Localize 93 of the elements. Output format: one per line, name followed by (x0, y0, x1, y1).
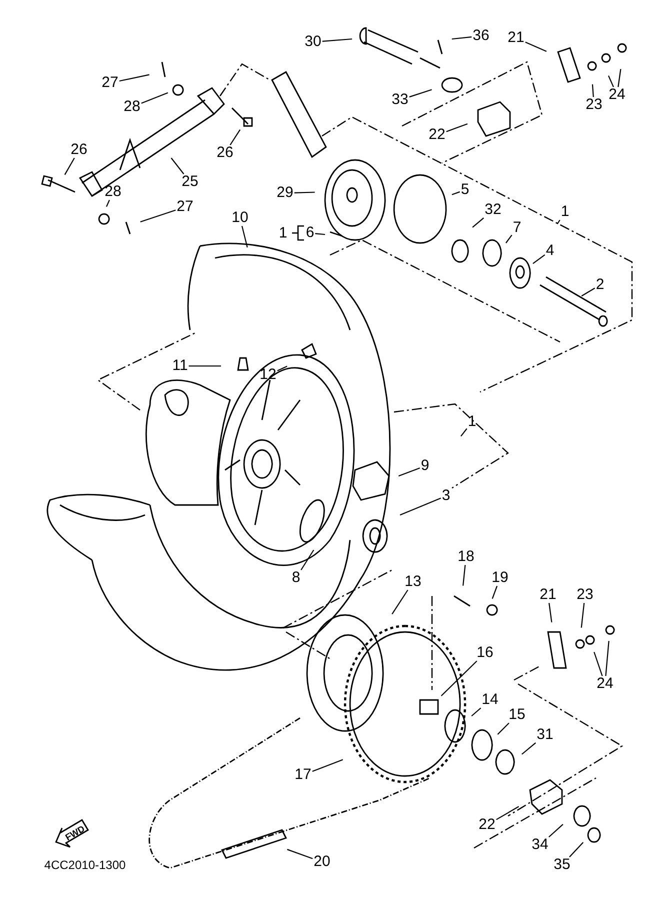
leader-line (472, 217, 484, 228)
callout-number: 33 (390, 92, 410, 108)
callout-number: 14 (480, 692, 500, 708)
leader-line (460, 428, 468, 437)
leader-line (548, 602, 552, 622)
leader-line (522, 742, 536, 755)
leader-line (532, 254, 546, 264)
callout-number: 28 (104, 184, 122, 200)
callout-number: 34 (530, 837, 550, 853)
callout-number: 1 (278, 224, 288, 242)
leader-line (446, 123, 468, 132)
callout-number: 17 (294, 767, 312, 783)
leader-line (64, 158, 75, 175)
callout-number: 28 (122, 99, 142, 115)
leader-line (618, 68, 622, 88)
callout-number: 27 (176, 199, 194, 215)
callout-number: 27 (100, 75, 120, 91)
callout-number: 6 (304, 225, 316, 241)
callout-number: 35 (552, 857, 572, 873)
callout-number: 36 (472, 28, 490, 44)
callout-number: 7 (512, 220, 522, 236)
callout-number: 1 (560, 204, 570, 220)
callout-number: 18 (456, 549, 476, 565)
leader-line (525, 42, 547, 52)
leader-line (608, 75, 614, 88)
leader-line (392, 590, 408, 614)
leader-line (294, 192, 315, 194)
leader-line (556, 220, 560, 224)
callout-number: 8 (290, 570, 302, 586)
leader-line (452, 36, 472, 40)
leader-line (452, 191, 460, 196)
callout-number: 32 (484, 202, 502, 218)
leader-line (300, 550, 314, 570)
leader-line (506, 234, 512, 244)
callout-number: 9 (420, 458, 430, 474)
callout-number: 1 (466, 414, 478, 430)
callout-number: 19 (490, 570, 510, 586)
leader-line (398, 467, 420, 476)
callout-number: 24 (608, 87, 626, 103)
leader-line (315, 232, 326, 236)
leader-line (462, 564, 466, 586)
leader-line (277, 366, 288, 372)
leader-line (230, 129, 241, 146)
leader-line (471, 708, 482, 716)
direction-label: FWD (64, 824, 86, 842)
callout-number: 12 (258, 367, 278, 383)
leader-line (312, 759, 344, 772)
callout-number: 22 (478, 817, 496, 833)
leader-line (188, 365, 221, 367)
callout-number: 21 (538, 587, 558, 603)
callout-number: 15 (508, 707, 526, 723)
leader-line (400, 498, 442, 516)
leader-line (409, 89, 432, 98)
callout-number: 10 (230, 210, 250, 226)
callout-number: 29 (276, 185, 294, 201)
leader-line (106, 200, 110, 207)
callout-number: 30 (304, 34, 322, 50)
callout-number: 31 (536, 727, 554, 743)
leader-line (497, 722, 510, 735)
leader-line (548, 824, 564, 838)
leader-line (440, 660, 478, 696)
leader-line (241, 226, 248, 248)
leader-line (605, 640, 610, 676)
callout-number: 2 (594, 277, 606, 293)
callout-number: 26 (216, 145, 234, 161)
leader-line (580, 602, 585, 628)
leader-line (592, 84, 594, 98)
callout-number: 26 (70, 142, 88, 158)
callout-number: 3 (440, 488, 452, 504)
callout-number: 4 (544, 243, 556, 259)
leader-line (119, 74, 150, 82)
callout-number: 5 (460, 182, 470, 198)
leader-line (594, 652, 603, 676)
callout-number: 13 (404, 574, 422, 590)
callout-number: 22 (428, 127, 446, 143)
callout-number: 11 (171, 358, 189, 374)
leader-line (569, 842, 584, 858)
part-code: 4CC2010-1300 (44, 858, 126, 872)
callout-number: 23 (576, 587, 594, 603)
leader-line (170, 158, 184, 174)
callout-number: 25 (180, 174, 200, 190)
leader-line (140, 210, 176, 222)
leader-line (496, 806, 520, 820)
callout-number: 21 (506, 30, 526, 46)
leader-line (581, 288, 596, 296)
callout-number: 24 (596, 676, 614, 692)
callout-number: 23 (584, 97, 604, 113)
leader-line (492, 586, 498, 599)
callout-number: 16 (476, 645, 494, 661)
leader-line (287, 848, 313, 860)
callout-number: 20 (312, 854, 332, 870)
leader-line (322, 38, 352, 42)
leader-line (141, 92, 168, 104)
